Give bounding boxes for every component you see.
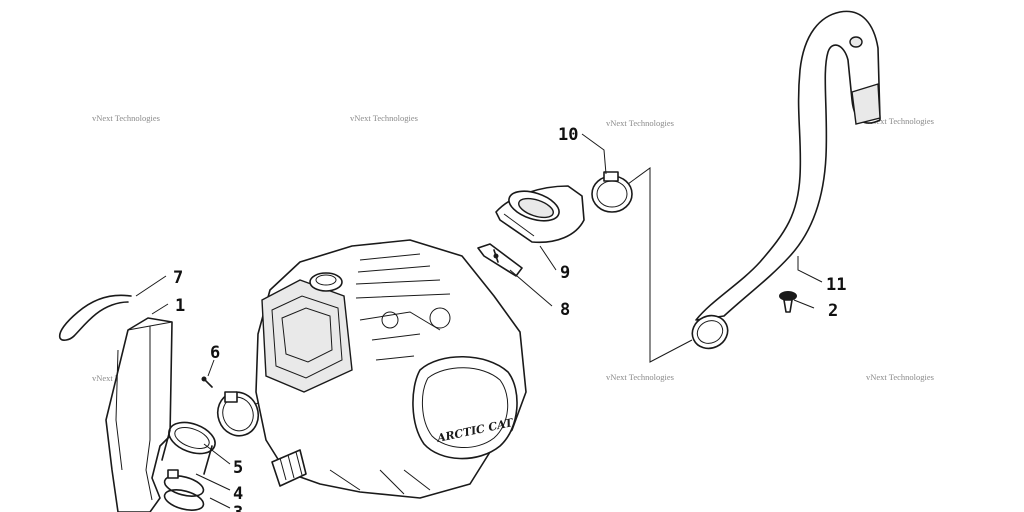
wire-clip-part: [58, 294, 132, 341]
leader-lines: [135, 133, 823, 509]
watermark-2: vNext Technologies: [350, 113, 418, 123]
callout-6: 6: [210, 343, 220, 363]
callout-8: 8: [560, 300, 570, 320]
intake-duct-part: [105, 317, 173, 512]
watermark-1: vNext Technologies: [92, 113, 160, 123]
callout-5: 5: [233, 458, 243, 478]
callout-11: 11: [826, 275, 846, 295]
callout-10: 10: [558, 125, 578, 145]
callout-3: 3: [233, 503, 243, 512]
watermark-4: vNext Technologies: [866, 116, 934, 126]
exhaust-pipe-part: [691, 10, 881, 350]
callout-4: 4: [233, 484, 243, 504]
engine-assembly: ARCTIC CAT: [255, 239, 527, 499]
push-clip-part: [779, 291, 797, 313]
watermark-8: vNext Technologies: [866, 372, 934, 382]
callout-1: 1: [175, 296, 185, 316]
watermark-7: vNext Technologies: [606, 372, 674, 382]
watermark-3: vNext Technologies: [606, 118, 674, 128]
breather-valve-part: [477, 243, 523, 277]
screw-part: [201, 376, 213, 388]
callout-7: 7: [173, 268, 183, 288]
hose-clamp-lower-part: [163, 469, 205, 511]
intake-elbow-part: [495, 185, 585, 244]
clamp-upper-part: [591, 171, 633, 213]
callout-9: 9: [560, 263, 570, 283]
callout-2: 2: [828, 301, 838, 321]
boot-coupler-part: [161, 421, 216, 475]
assembly-bracket-line: [627, 167, 693, 363]
